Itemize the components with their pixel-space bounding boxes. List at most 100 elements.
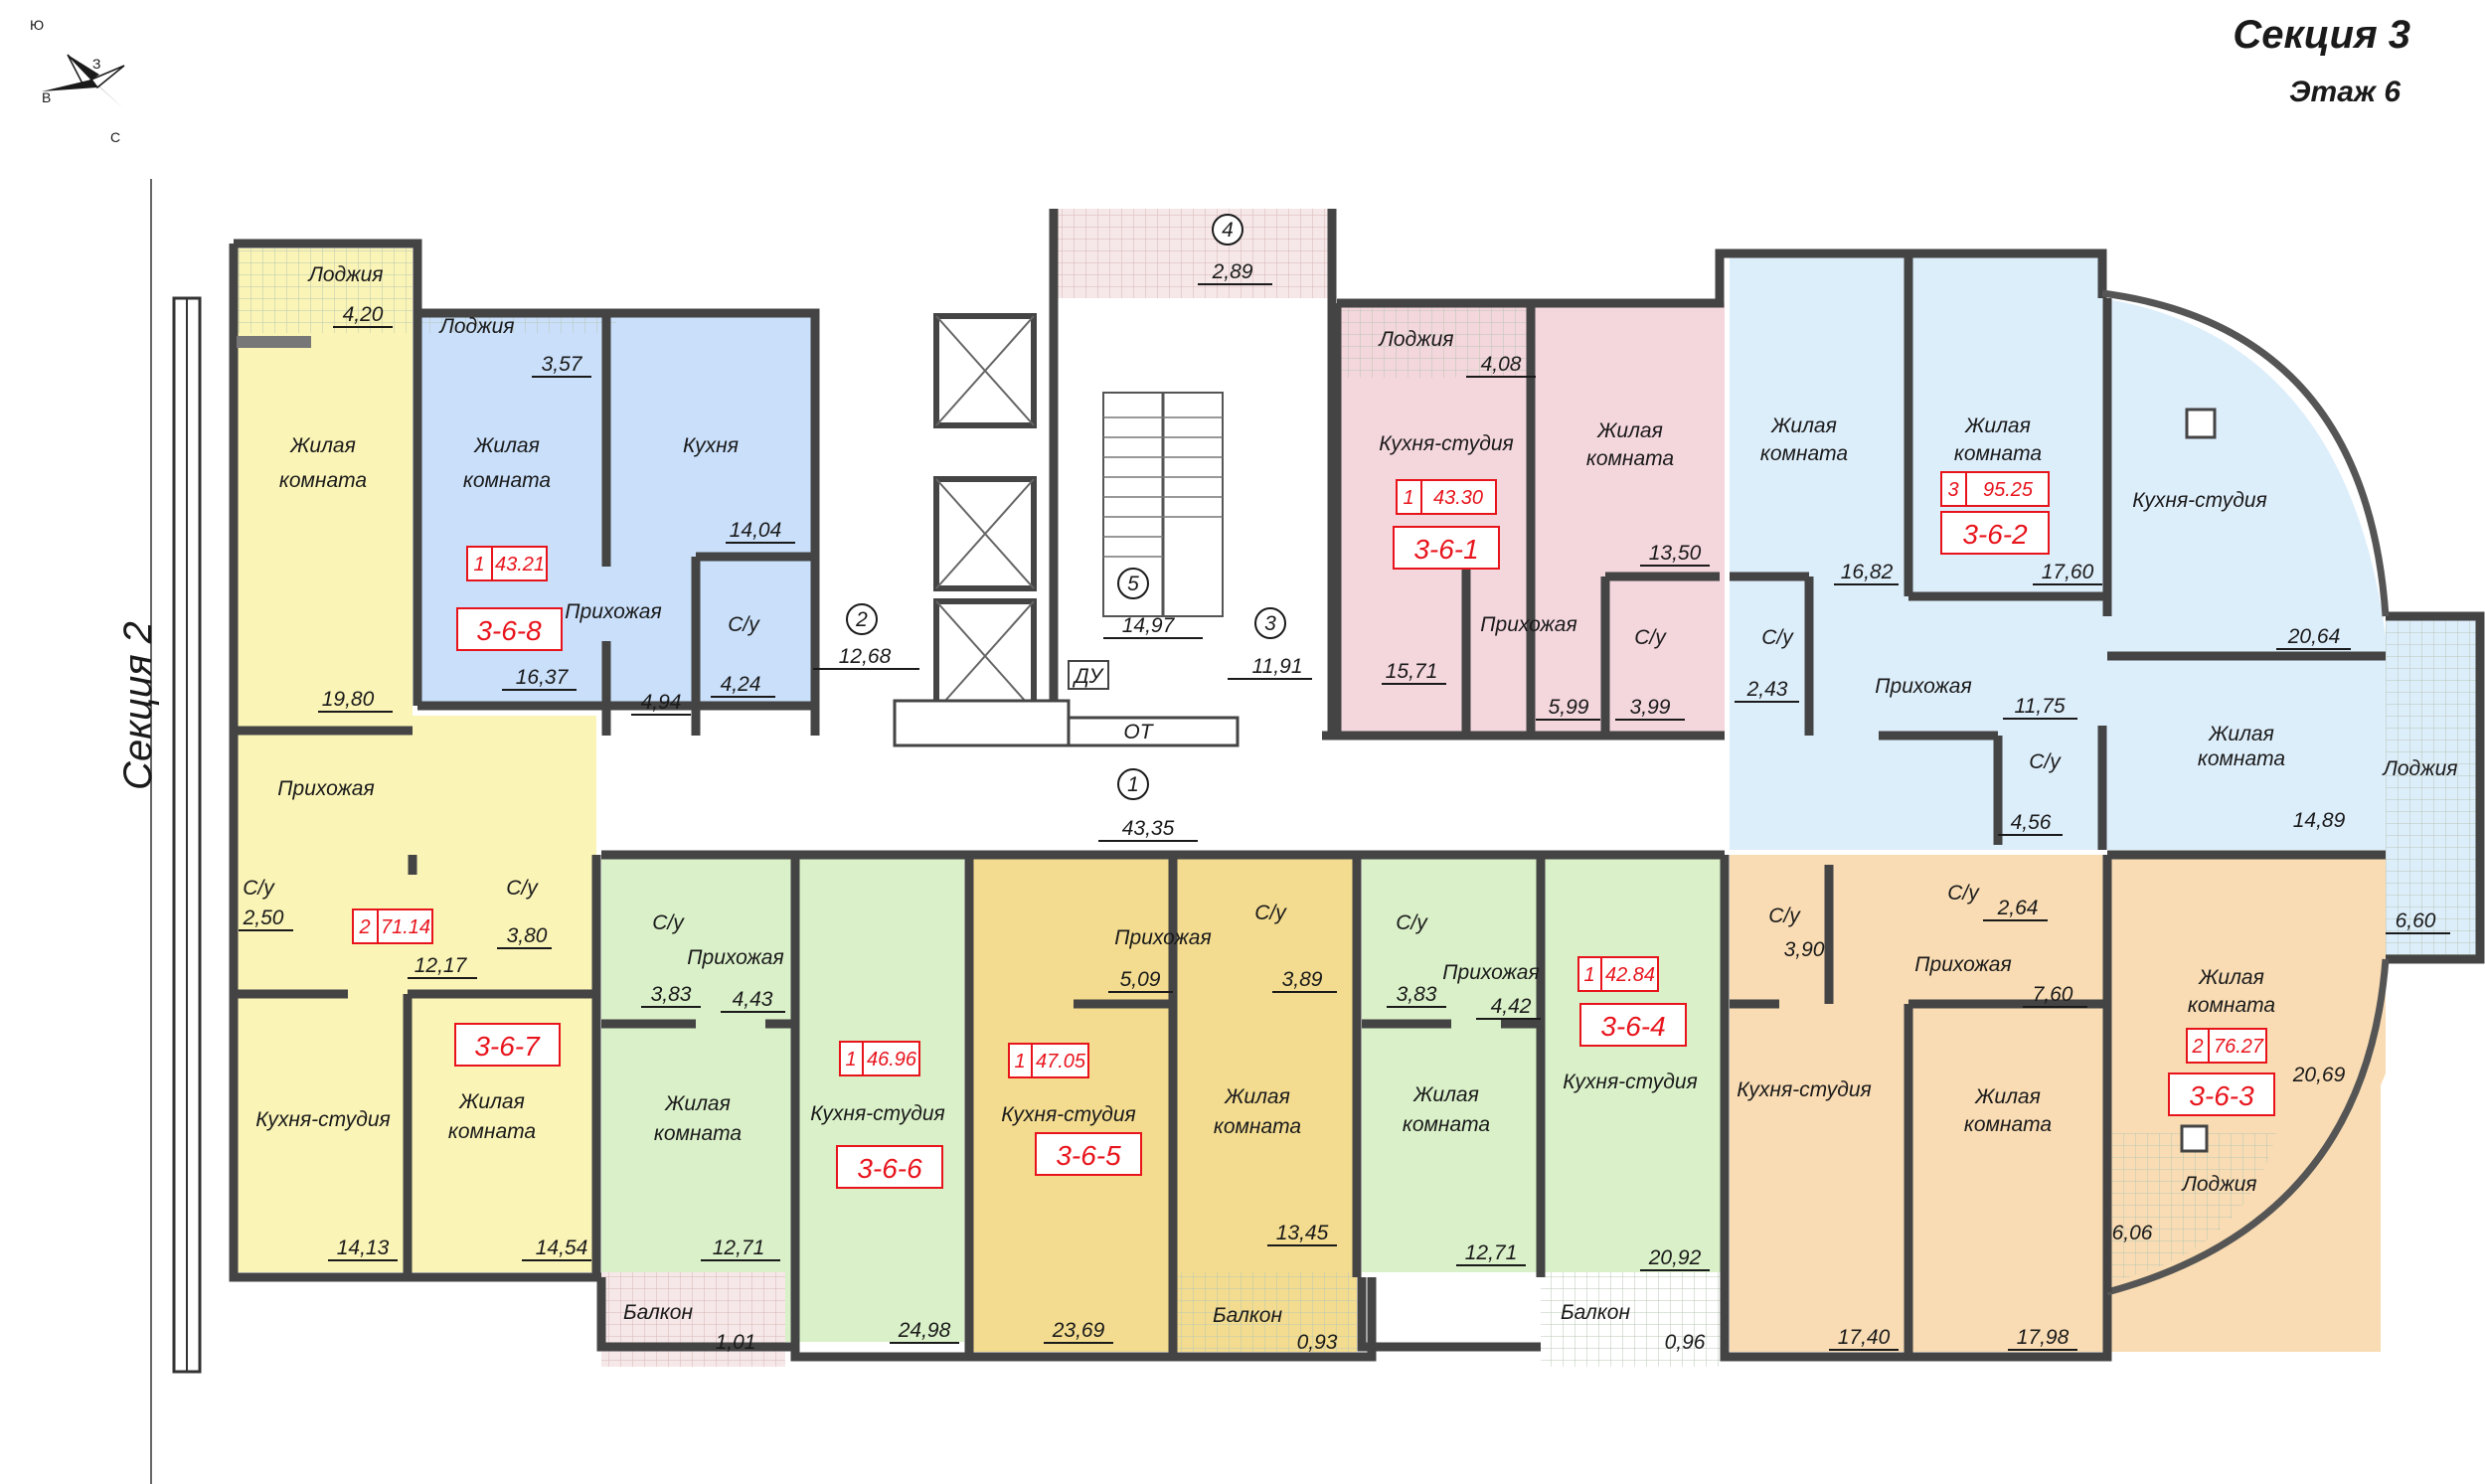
compass-w: В [42, 89, 51, 105]
svg-text:4,56: 4,56 [2011, 811, 2052, 834]
svg-text:3,57: 3,57 [542, 353, 583, 376]
apartment-3-6-3: С/у С/у 2,64 3,90 Прихожая 7,60 Кухня-ст… [1737, 882, 2346, 1351]
svg-text:Кухня-студия: Кухня-студия [810, 1102, 944, 1125]
svg-text:14,13: 14,13 [337, 1237, 390, 1259]
svg-text:комната: комната [1586, 447, 1674, 470]
svg-text:3,89: 3,89 [1282, 968, 1323, 991]
apt-365-balcony [1178, 1272, 1357, 1352]
svg-text:46.96: 46.96 [867, 1049, 917, 1071]
svg-text:43.30: 43.30 [1433, 487, 1483, 509]
svg-text:Прихожая: Прихожая [1442, 961, 1539, 984]
svg-text:71.14: 71.14 [381, 916, 430, 938]
svg-text:13,50: 13,50 [1649, 542, 1702, 565]
svg-text:Жилая: Жилая [458, 1090, 525, 1113]
apt-code-362: 3-6-2 [1962, 519, 2028, 550]
svg-text:Балкон: Балкон [623, 1301, 694, 1324]
svg-text:7,60: 7,60 [2033, 983, 2073, 1006]
svg-text:4,20: 4,20 [343, 303, 384, 326]
svg-text:Балкон: Балкон [1561, 1301, 1631, 1324]
svg-text:комната: комната [1954, 442, 2042, 465]
svg-text:Жилая: Жилая [1596, 419, 1663, 442]
svg-text:С/у: С/у [1768, 905, 1801, 927]
apt-code-365: 3-6-5 [1056, 1140, 1121, 1171]
svg-text:3: 3 [1947, 479, 1958, 501]
svg-text:Кухня-студия: Кухня-студия [1737, 1078, 1871, 1101]
svg-text:16,82: 16,82 [1841, 561, 1894, 583]
svg-text:19,80: 19,80 [322, 688, 375, 711]
svg-text:комната: комната [1403, 1113, 1490, 1136]
apt-365 [969, 855, 1357, 1352]
svg-text:Жилая: Жилая [2208, 723, 2274, 745]
svg-text:комната: комната [1964, 1113, 2052, 1136]
svg-text:Жилая: Жилая [1412, 1083, 1479, 1106]
svg-text:14,89: 14,89 [2293, 809, 2346, 832]
svg-text:С/у: С/у [1396, 911, 1428, 934]
svg-text:14,54: 14,54 [536, 1237, 588, 1259]
apt-code-363: 3-6-3 [2189, 1080, 2254, 1111]
svg-text:Кухня: Кухня [683, 434, 739, 457]
svg-text:Жилая: Жилая [1224, 1085, 1290, 1108]
svg-text:6,60: 6,60 [2396, 909, 2436, 932]
apartment-3-6-6: С/у Прихожая 3,83 4,43 Жилая комната 12,… [623, 911, 959, 1354]
svg-text:0,96: 0,96 [1665, 1331, 1706, 1354]
svg-text:43.21: 43.21 [495, 554, 545, 576]
svg-text:24,98: 24,98 [898, 1319, 951, 1342]
apartment-3-6-4: С/у Прихожая 3,83 4,42 1 42.84 3-6-4 Кух… [1387, 911, 1710, 1354]
svg-text:20,69: 20,69 [2292, 1064, 2346, 1086]
svg-text:12,71: 12,71 [713, 1237, 765, 1259]
svg-text:Прихожая: Прихожая [1480, 613, 1576, 636]
svg-text:Кухня-студия: Кухня-студия [1001, 1103, 1135, 1126]
svg-text:3,80: 3,80 [507, 924, 548, 947]
apartment-3-6-8: Лоджия 3,57 Жилая комната Кухня 14,04 1 … [437, 315, 795, 716]
corridor-area: 43,35 [1122, 817, 1175, 840]
svg-text:Жилая: Жилая [1964, 414, 2031, 437]
apt-367-loggia-tiles [234, 248, 413, 333]
svg-text:2,43: 2,43 [1746, 678, 1788, 701]
section-title: Секция 3 [2233, 13, 2410, 57]
apt-362-bay [2102, 298, 2386, 850]
svg-text:17,98: 17,98 [2017, 1326, 2070, 1349]
svg-text:12,71: 12,71 [1465, 1241, 1518, 1264]
svg-text:С/у: С/у [728, 613, 760, 636]
svg-text:11,75: 11,75 [2015, 695, 2066, 718]
svg-text:С/у: С/у [1947, 882, 1980, 905]
hall3-area: 11,91 [1252, 655, 1303, 678]
svg-text:76.27: 76.27 [2214, 1036, 2264, 1058]
svg-text:Жилая: Жилая [473, 434, 540, 457]
svg-text:Кухня-студия: Кухня-студия [1379, 432, 1513, 455]
svg-text:С/у: С/у [1254, 902, 1287, 924]
svg-text:Жилая: Жилая [1770, 414, 1837, 437]
apt-code-367: 3-6-7 [474, 1031, 541, 1062]
apt-364-balcony [1541, 1272, 1725, 1367]
svg-text:4,24: 4,24 [721, 673, 761, 696]
svg-text:4,42: 4,42 [1491, 995, 1532, 1018]
apt-code-364: 3-6-4 [1600, 1011, 1665, 1042]
svg-text:42.84: 42.84 [1605, 964, 1655, 986]
neighbor-section-label: Секция 2 [116, 621, 160, 790]
svg-text:2,50: 2,50 [243, 907, 284, 929]
apt-code-361: 3-6-1 [1413, 534, 1478, 565]
compass-icon: Ю З В С [30, 17, 125, 145]
svg-text:Кухня-студия: Кухня-студия [2132, 489, 2266, 512]
svg-text:комната: комната [1760, 442, 1848, 465]
du-label: ДУ [1073, 665, 1105, 688]
svg-text:4: 4 [1222, 219, 1234, 242]
apt-code-366: 3-6-6 [857, 1153, 922, 1184]
svg-text:С/у: С/у [506, 877, 539, 900]
common-areas: 1 43,35 2 12,68 3 11,91 4 2,89 5 14,97 [813, 214, 1312, 842]
svg-text:комната: комната [654, 1122, 742, 1145]
svg-text:2: 2 [2191, 1036, 2203, 1058]
svg-text:Жилая: Жилая [2198, 966, 2264, 989]
svg-text:3: 3 [1264, 612, 1276, 635]
svg-text:С/у: С/у [652, 911, 685, 934]
svg-text:Лоджия: Лоджия [437, 315, 514, 338]
svg-text:1,01: 1,01 [716, 1331, 756, 1354]
svg-text:Жилая: Жилая [664, 1092, 731, 1115]
apartment-3-6-5: Прихожая С/у 5,09 3,89 1 47.05 Кухня-сту… [1001, 902, 1337, 1354]
svg-text:Прихожая: Прихожая [565, 600, 661, 623]
apartment-3-6-1: Лоджия 4,08 Кухня-студия Жилая комната 1… [1377, 328, 1710, 721]
svg-text:Прихожая: Прихожая [277, 777, 374, 800]
svg-text:4,94: 4,94 [641, 691, 682, 714]
svg-text:16,37: 16,37 [516, 666, 570, 689]
